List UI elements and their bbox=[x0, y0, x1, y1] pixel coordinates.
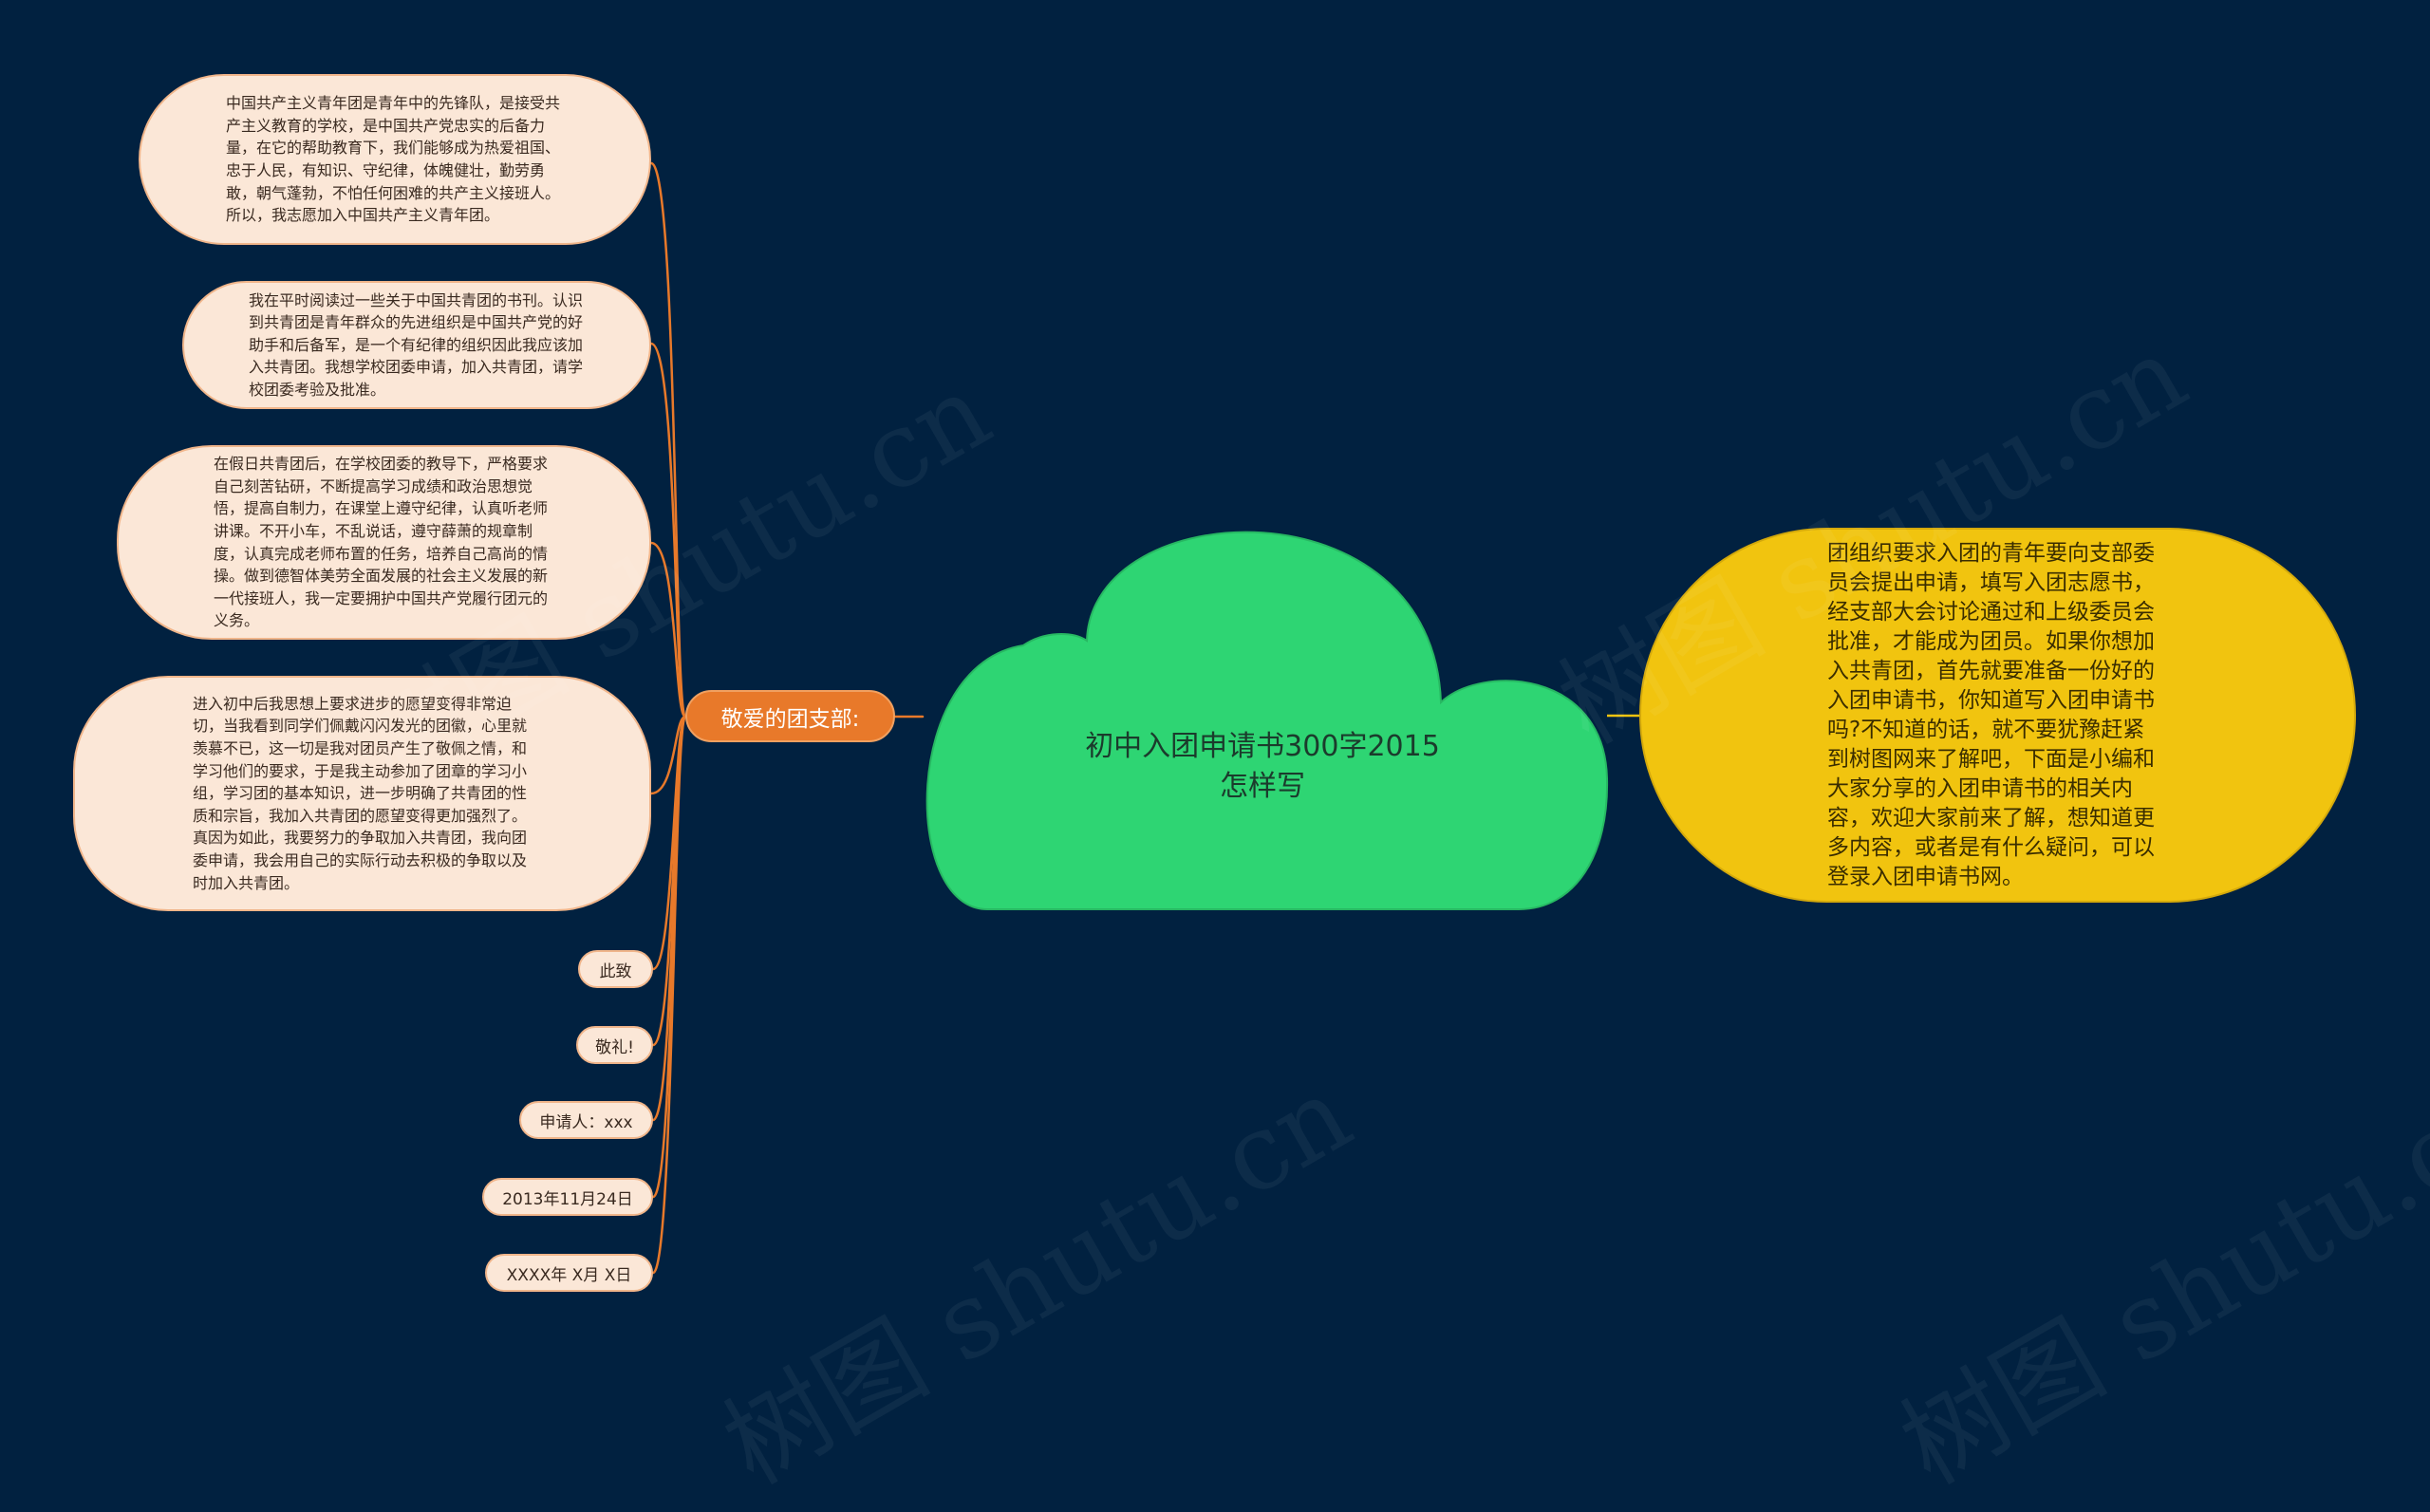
leaf-text-2: 我在平时阅读过一些关于中国共青团的书刊。认识到共青团是青年群众的先进组织是中国共… bbox=[249, 290, 584, 399]
leaf-text-4: 进入初中后我思想上要求进步的愿望变得非常迫切，当我看到同学们佩戴闪闪发光的团徽，… bbox=[193, 694, 528, 892]
leaf-node-3[interactable]: 在假日共青团后，在学校团委的教导下，严格要求自己刻苦钻研，不断提高学习成绩和政治… bbox=[117, 445, 651, 640]
central-topic-title[interactable]: 初中入团申请书300字2015怎样写 bbox=[1085, 730, 1440, 803]
small-node-text: XXXX年 X月 X日 bbox=[506, 1265, 632, 1285]
small-node-text: 敬礼! bbox=[595, 1037, 634, 1057]
mind-map-canvas: 初中入团申请书300字2015怎样写 敬爱的团支部: 中国共产主义青年团是青年中… bbox=[73, 74, 2430, 1507]
small-node-jingli[interactable]: 敬礼! bbox=[576, 1026, 653, 1064]
central-cloud[interactable] bbox=[925, 531, 1609, 910]
small-node-text: 申请人：xxx bbox=[539, 1112, 633, 1132]
connector-lines bbox=[649, 161, 1639, 1275]
link-branch-leaf-4 bbox=[649, 715, 687, 795]
detail-text: 团组织要求入团的青年要向支部委员会提出申请，填写入团志愿书，经支部大会讨论通过和… bbox=[1827, 540, 2155, 889]
small-node-date[interactable]: 2013年11月24日 bbox=[482, 1178, 653, 1216]
small-node-text: 此致 bbox=[599, 961, 632, 981]
leaf-node-2[interactable]: 我在平时阅读过一些关于中国共青团的书刊。认识到共青团是青年群众的先进组织是中国共… bbox=[182, 281, 651, 409]
branch-node-dear-league[interactable]: 敬爱的团支部: bbox=[685, 690, 895, 742]
leaf-text-1: 中国共产主义青年团是青年中的先锋队，是接受共产主义教育的学校，是中国共产党忠实的… bbox=[226, 94, 561, 225]
small-node-applicant[interactable]: 申请人：xxx bbox=[519, 1101, 653, 1139]
small-node-zhici[interactable]: 此致 bbox=[578, 950, 653, 988]
link-branch-small-5 bbox=[651, 715, 687, 1275]
branch-label: 敬爱的团支部: bbox=[720, 706, 860, 732]
link-branch-leaf-3 bbox=[649, 541, 687, 719]
detail-node-description[interactable]: 团组织要求入团的青年要向支部委员会提出申请，填写入团志愿书，经支部大会讨论通过和… bbox=[1639, 528, 2356, 903]
leaf-node-4[interactable]: 进入初中后我思想上要求进步的愿望变得非常迫切，当我看到同学们佩戴闪闪发光的团徽，… bbox=[73, 676, 651, 911]
leaf-node-1[interactable]: 中国共产主义青年团是青年中的先锋队，是接受共产主义教育的学校，是中国共产党忠实的… bbox=[139, 74, 651, 245]
leaf-text-3: 在假日共青团后，在学校团委的教导下，严格要求自己刻苦钻研，不断提高学习成绩和政治… bbox=[214, 455, 549, 630]
small-node-text: 2013年11月24日 bbox=[502, 1189, 633, 1209]
small-node-date-placeholder[interactable]: XXXX年 X月 X日 bbox=[485, 1254, 653, 1292]
link-branch-leaf-2 bbox=[649, 342, 687, 719]
left-connectors bbox=[649, 161, 925, 1275]
